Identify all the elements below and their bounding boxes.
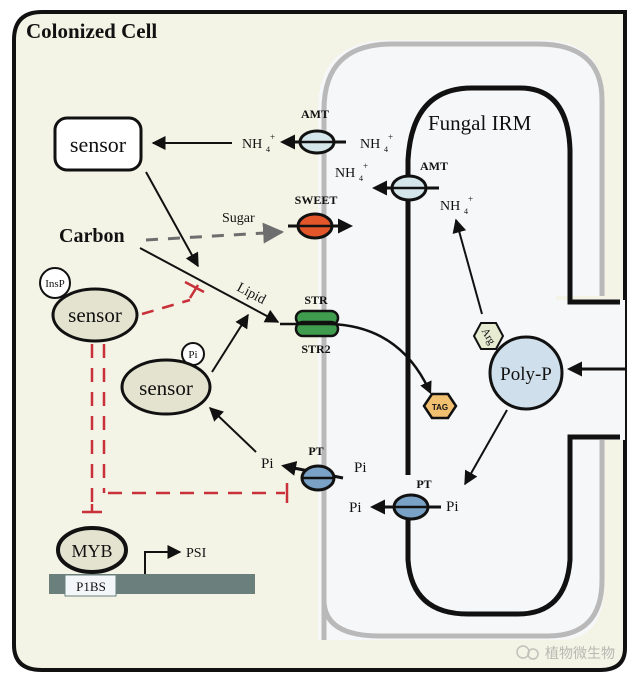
fungal-irm-label: Fungal IRM bbox=[428, 111, 532, 135]
pi-sensor-to-lipid-arrow bbox=[211, 313, 249, 373]
svg-text:NH: NH bbox=[242, 137, 262, 152]
pi-sensor bbox=[120, 358, 212, 416]
p1bs-box bbox=[64, 574, 117, 597]
svg-text:4: 4 bbox=[359, 174, 363, 183]
polyp-to-pi-arrow bbox=[464, 409, 508, 486]
svg-text:4: 4 bbox=[266, 145, 270, 154]
insp-badge bbox=[39, 267, 71, 299]
inhibition-pt bbox=[102, 344, 289, 503]
svg-text:NH: NH bbox=[335, 166, 355, 181]
carbon-label: Carbon bbox=[59, 225, 125, 247]
svg-text:4: 4 bbox=[464, 207, 468, 216]
svg-text:+: + bbox=[270, 132, 275, 142]
arg-to-nh4-arrow bbox=[452, 218, 483, 315]
nh4-plant-right-label: NH 4 + bbox=[360, 132, 393, 154]
cell-title: Colonized Cell bbox=[26, 19, 157, 43]
psi-label: PSI bbox=[186, 546, 207, 561]
n-sensor-to-lipid-arrow bbox=[145, 171, 199, 268]
pt-fungal-label: PT bbox=[416, 477, 431, 491]
myb-factor bbox=[56, 526, 128, 574]
pi-fungal-right-label: Pi bbox=[446, 499, 459, 515]
sugar-label: Sugar bbox=[222, 211, 255, 226]
p1bs-label: P1BS bbox=[76, 579, 106, 594]
watermark: 植物微生物 bbox=[516, 645, 615, 662]
tag-label: TAG bbox=[432, 403, 448, 412]
svg-text:+: + bbox=[468, 194, 473, 204]
pi-to-sensor-arrow bbox=[208, 407, 257, 453]
amt-fungal-label: AMT bbox=[420, 159, 448, 173]
arg-hexagon bbox=[472, 322, 505, 350]
nh4-fungal-right-label: NH 4 + bbox=[440, 194, 473, 216]
plant-membrane bbox=[321, 41, 605, 640]
amt-plant-label: AMT bbox=[301, 107, 329, 121]
nitrogen-sensor-label: sensor bbox=[70, 132, 127, 157]
sugar-arrow bbox=[145, 222, 285, 244]
fungal-hypha-membrane bbox=[405, 85, 620, 617]
insp-sensor-label: sensor bbox=[68, 303, 122, 327]
pt-plant-label: PT bbox=[308, 444, 323, 458]
lipid-arrow bbox=[139, 247, 280, 323]
pi-sensor-label: sensor bbox=[139, 376, 193, 400]
nitrogen-sensor-box bbox=[53, 116, 143, 172]
poly-p-circle bbox=[488, 335, 564, 411]
pi-fungal-left-label: Pi bbox=[349, 500, 362, 516]
insp-badge-label: InsP bbox=[45, 278, 65, 290]
inhibition-lipid bbox=[141, 280, 205, 316]
svg-text:植物微生物: 植物微生物 bbox=[545, 646, 615, 662]
sweet-label: SWEET bbox=[295, 193, 338, 207]
insp-sensor bbox=[51, 287, 139, 343]
str2-label: STR2 bbox=[301, 342, 330, 356]
lipid-to-tag-arrow bbox=[280, 322, 432, 395]
svg-text:NH: NH bbox=[360, 137, 380, 152]
pi-plant-left-label: Pi bbox=[261, 456, 274, 472]
psi-transcription-arrow bbox=[144, 545, 182, 574]
svg-text:+: + bbox=[388, 132, 393, 142]
svg-text:NH: NH bbox=[440, 199, 460, 214]
pi-badge-label: Pi bbox=[188, 349, 197, 361]
inhibition-myb bbox=[82, 344, 102, 514]
tag-hexagon bbox=[422, 392, 458, 420]
svg-text:+: + bbox=[363, 161, 368, 171]
pi-plant-right-label: Pi bbox=[354, 460, 367, 476]
nh4-plant-left-label: NH 4 + bbox=[242, 132, 275, 154]
svg-text:4: 4 bbox=[384, 145, 388, 154]
str2-transporter bbox=[294, 320, 340, 338]
poly-p-label: Poly-P bbox=[500, 364, 552, 385]
myb-label: MYB bbox=[71, 541, 112, 561]
str-label: STR bbox=[304, 293, 328, 307]
nh4-fungal-left-label: NH 4 + bbox=[335, 161, 368, 183]
